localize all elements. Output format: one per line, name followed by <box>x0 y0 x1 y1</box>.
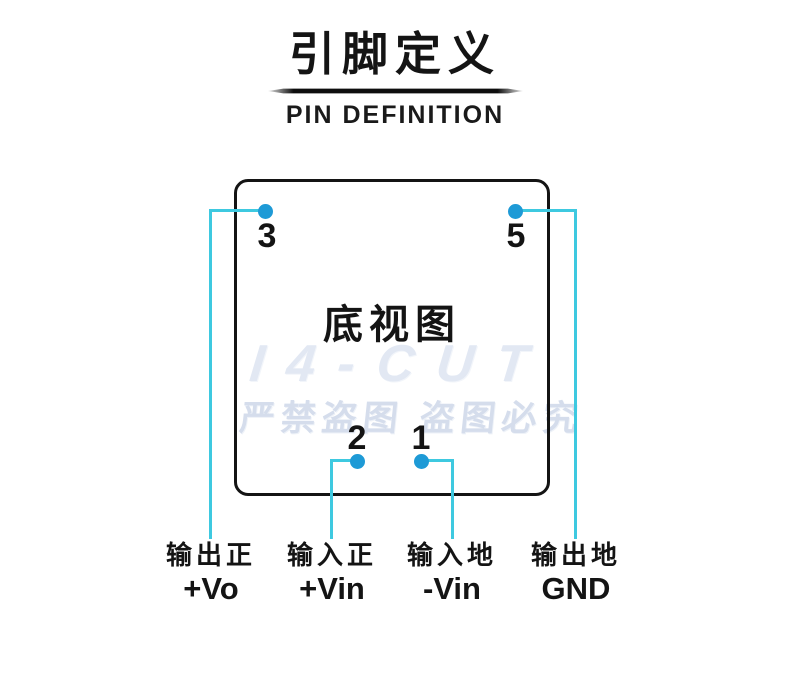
connector-pin2-horizontal <box>330 459 360 462</box>
label-input-ground-cn: 输入地 <box>406 540 498 570</box>
label-output-ground: 输出地 GND <box>531 540 621 607</box>
pin-5-dot <box>508 204 523 219</box>
pin-1-number: 1 <box>411 419 431 457</box>
module-outline: 底视图 <box>234 179 550 496</box>
label-output-positive: 输出正 +Vo <box>166 540 256 607</box>
label-input-ground-en: -Vin <box>422 571 481 606</box>
connector-pin3-vertical <box>209 209 212 539</box>
view-label: 底视图 <box>323 303 461 347</box>
connector-pin1-horizontal <box>420 459 454 462</box>
label-output-positive-cn: 输出正 <box>165 540 257 570</box>
pin-3-number: 3 <box>257 217 277 255</box>
connector-pin3-horizontal <box>209 209 267 212</box>
pin-1-dot <box>414 454 429 469</box>
label-input-ground: 输入地 -Vin <box>407 540 497 607</box>
label-input-positive-en: +Vin <box>299 571 365 606</box>
title-divider <box>268 88 523 94</box>
connector-pin5-horizontal <box>513 209 577 212</box>
pin-2-number: 2 <box>347 419 367 457</box>
connector-pin2-vertical <box>330 459 333 539</box>
pin-2-dot <box>350 454 365 469</box>
label-output-positive-en: +Vo <box>183 571 239 606</box>
page-title: 引脚定义 <box>289 28 501 80</box>
pin-5-number: 5 <box>506 217 526 255</box>
label-output-ground-cn: 输出地 <box>530 540 622 570</box>
pin-3-dot <box>258 204 273 219</box>
page-subtitle: PIN DEFINITION <box>285 101 505 129</box>
label-input-positive-cn: 输入正 <box>286 540 378 570</box>
label-output-ground-en: GND <box>541 571 611 606</box>
label-input-positive: 输入正 +Vin <box>287 540 377 607</box>
connector-pin1-vertical <box>451 459 454 539</box>
connector-pin5-vertical <box>574 209 577 539</box>
